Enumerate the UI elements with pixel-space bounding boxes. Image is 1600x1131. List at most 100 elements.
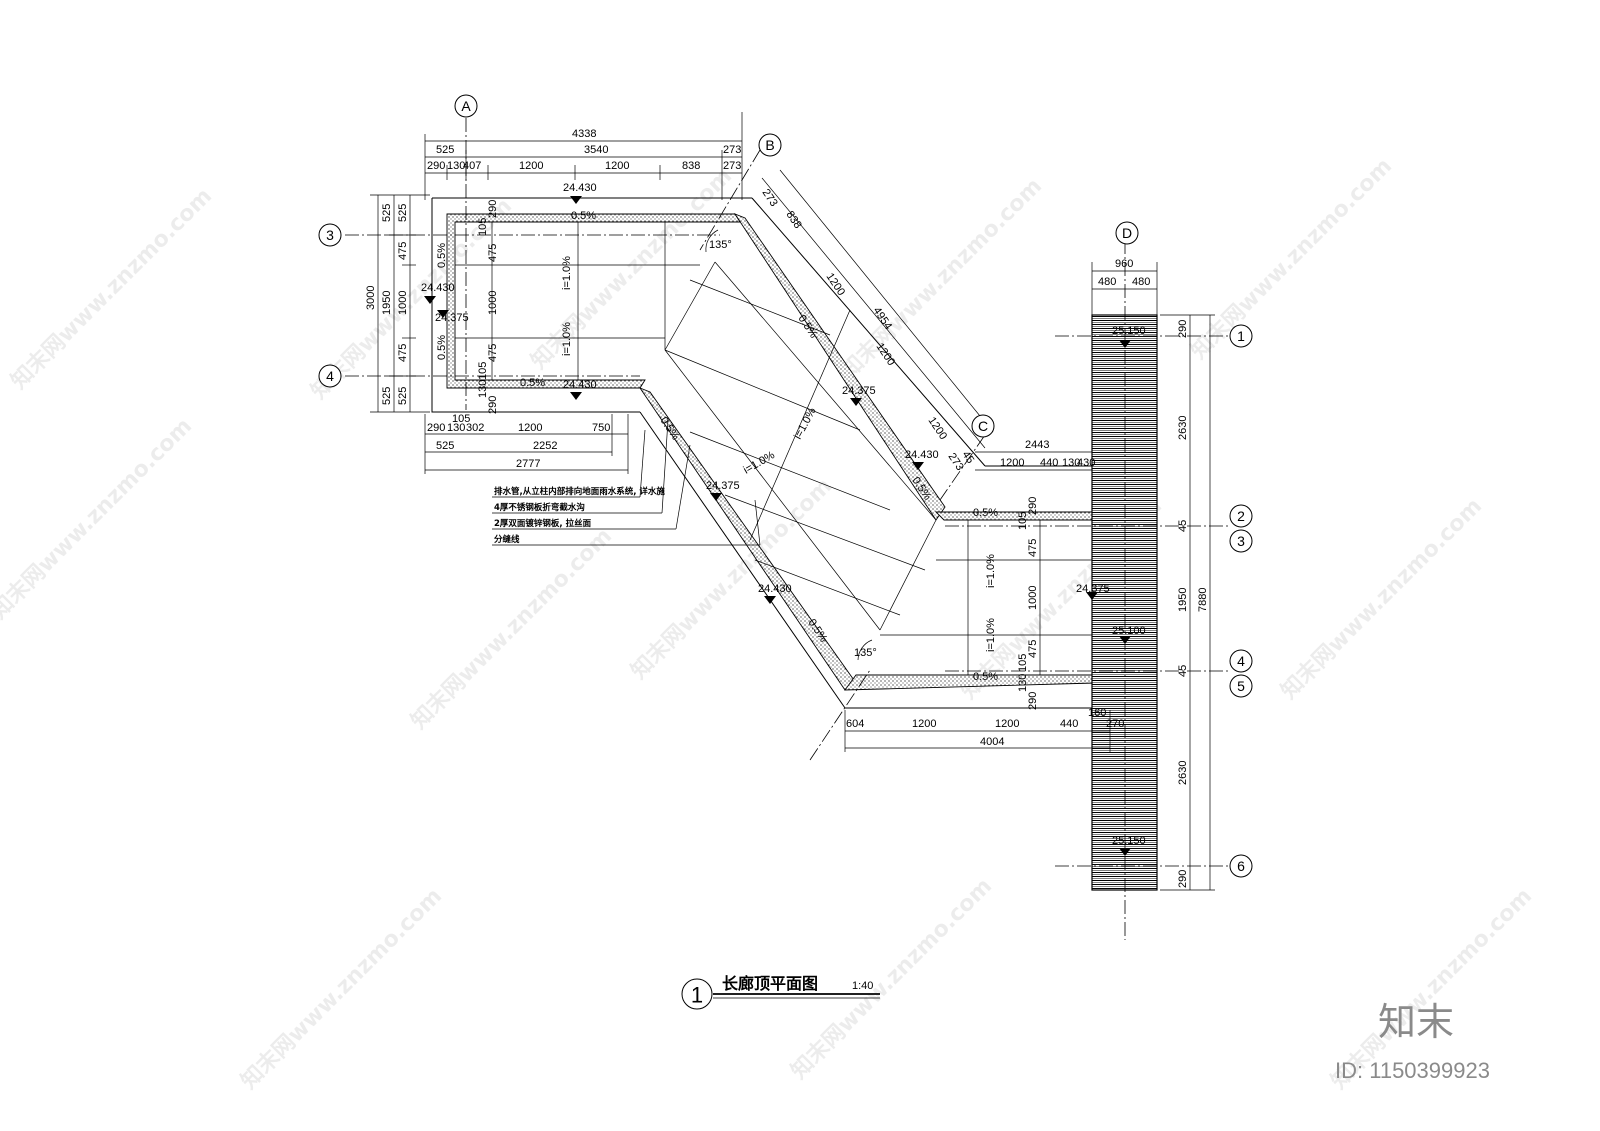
drawing-title: 长廊顶平面图 [722,974,818,993]
level-l2: 24.430 [563,379,597,391]
dim-diag-7: 45 [960,449,977,466]
watermark-text: 知末网www.znzmo.com [406,523,617,734]
dim-in-v3: 475 [487,244,499,262]
dim-bot-b2: 2252 [533,440,557,452]
slope-s15: i=1.0% [985,554,997,588]
dim-bot-a2: 130 [447,422,465,434]
dim-r-v1: 290 [1177,320,1189,338]
grid-label-3: 3 [326,227,334,243]
dim-top-d1: 290 [427,160,445,172]
level-l4: 24.430 [421,282,455,294]
dim-bot-a3: 302 [466,422,484,434]
grid-bubble-C [971,414,995,438]
slope-s3: 0.5% [436,243,448,268]
dim-diag-1: 273 [760,187,780,209]
dim-bot-a4: 1200 [518,422,542,434]
dim-in-v4: 1000 [487,291,499,315]
right-inner-dimensions: 290 105 475 1000 475 105 130 290 [1017,497,1039,710]
dim-r-v6: 2630 [1177,761,1189,785]
grid-label-r1: 1 [1237,328,1245,344]
title-number-bubble [681,978,713,1010]
level-l3: 24.375 [435,312,469,324]
grid-bubble-A [454,94,478,118]
dim-in-v1: 290 [487,200,499,218]
dim-r-v5: 45 [1177,665,1189,677]
slope-s5: i=1.0% [561,256,573,290]
note-3: 2厚双面镀锌钢板, 拉丝面 [494,518,592,529]
dim-diag-5: 1200 [926,415,950,442]
dim-top-d2: 130 [447,160,465,172]
dim-left-total: 3000 [365,286,377,310]
grid-bubble-B [758,133,782,157]
dim-bot-b1: 525 [436,440,454,452]
dim-bot-c: 2777 [516,458,540,470]
diagonal-roof-segment [638,169,994,709]
level-l12: 25.150 [1112,835,1146,847]
level-l9: 24.375 [1076,583,1110,595]
left-roof-segment [431,197,752,413]
watermark-text: 知末网www.znzmo.com [236,883,447,1094]
slope-s16: i=1.0% [985,618,997,652]
dim-left-a: 525 [381,204,393,222]
grid-bubble-4 [318,364,342,388]
dim-bb-1: 604 [846,718,864,730]
dim-bb-2: 1200 [912,718,936,730]
dim-rb-v6: 105 [1017,654,1029,672]
dim-left-d1: 525 [397,204,409,222]
grid-bubble-r2 [1229,504,1253,528]
dim-c-2: 440 [1040,457,1058,469]
dim-left-d3: 1000 [397,291,409,315]
slope-s6: i=1.0% [561,322,573,356]
left-inner-dimensions: 290 105 475 1000 475 105 130 290 [477,200,499,414]
dim-in-v7: 130 [477,380,489,398]
dim-rb-v5: 475 [1027,640,1039,658]
slope-s13: 0.5% [973,507,998,519]
dim-c-1: 1200 [1000,457,1024,469]
grid-label-B: B [765,137,774,153]
dim-rb-v3: 475 [1027,539,1039,557]
grid-label-C: C [978,418,988,434]
dim-c-3: 130 [1062,457,1080,469]
note-1: 排水管,从立柱内部排向地面雨水系统, 详水施 [494,486,665,497]
slope-s14: 0.5% [973,671,998,683]
dim-rb-v8: 290 [1027,692,1039,710]
dim-c-total: 2443 [1025,439,1049,451]
note-4: 分缝线 [494,534,520,545]
level-l8: 24.430 [758,583,792,595]
dim-rb-v7: 130 [1017,674,1029,692]
grid-label-r3: 3 [1237,533,1245,549]
c-dimensions: 2443 1200 440 130 430 [975,439,1095,471]
level-l10: 25.150 [1112,325,1146,337]
dim-top-b: 3540 [584,144,608,156]
watermark-text: 知末网www.znzmo.com [526,163,737,374]
dim-bb-6: 270 [1106,718,1124,730]
note-2: 4厚不锈钢板折弯截水沟 [494,502,585,513]
dim-r-v2: 2630 [1177,416,1189,440]
dim-top-d7: 273 [723,160,741,172]
grid-label-r4: 4 [1237,653,1245,669]
grid-bubble-r5 [1229,674,1253,698]
slope-s2: 0.5% [520,377,545,389]
level-l6: 24.430 [905,449,939,461]
angle-labels: 135° 135° [705,229,877,661]
diagonal-dimensions: 273 838 1200 4954 1200 1200 273 45 [760,187,977,473]
grid-bubble-r1 [1229,324,1253,348]
left-dimensions: 3000 525 1950 525 525 475 1000 475 525 [365,194,430,413]
watermark-text: 知末网www.znzmo.com [1276,493,1487,704]
watermark-text: 知末网www.znzmo.com [1186,153,1397,364]
level-l11: 25.100 [1112,625,1146,637]
drawing-scale: 1:40 [852,980,873,992]
dim-d-1: 480 [1098,276,1116,288]
watermark-text: 知末网www.znzmo.com [836,173,1047,384]
level-l5: 24.375 [842,385,876,397]
grid-bubble-r3 [1229,529,1253,553]
grid-label-r6: 6 [1237,858,1245,874]
angle-label-bottom: 135° [854,647,877,659]
bottom-right-dimensions: 604 1200 1200 440 160 270 4004 [844,707,1124,752]
dim-d-2: 480 [1132,276,1150,288]
dim-rb-v2: 105 [1017,512,1029,530]
level-markers: 24.430 24.430 24.375 24.430 24.375 24.43… [421,182,1146,856]
dim-in-v5: 475 [487,344,499,362]
dim-left-d4: 475 [397,344,409,362]
dim-in-v6: 105 [477,362,489,380]
